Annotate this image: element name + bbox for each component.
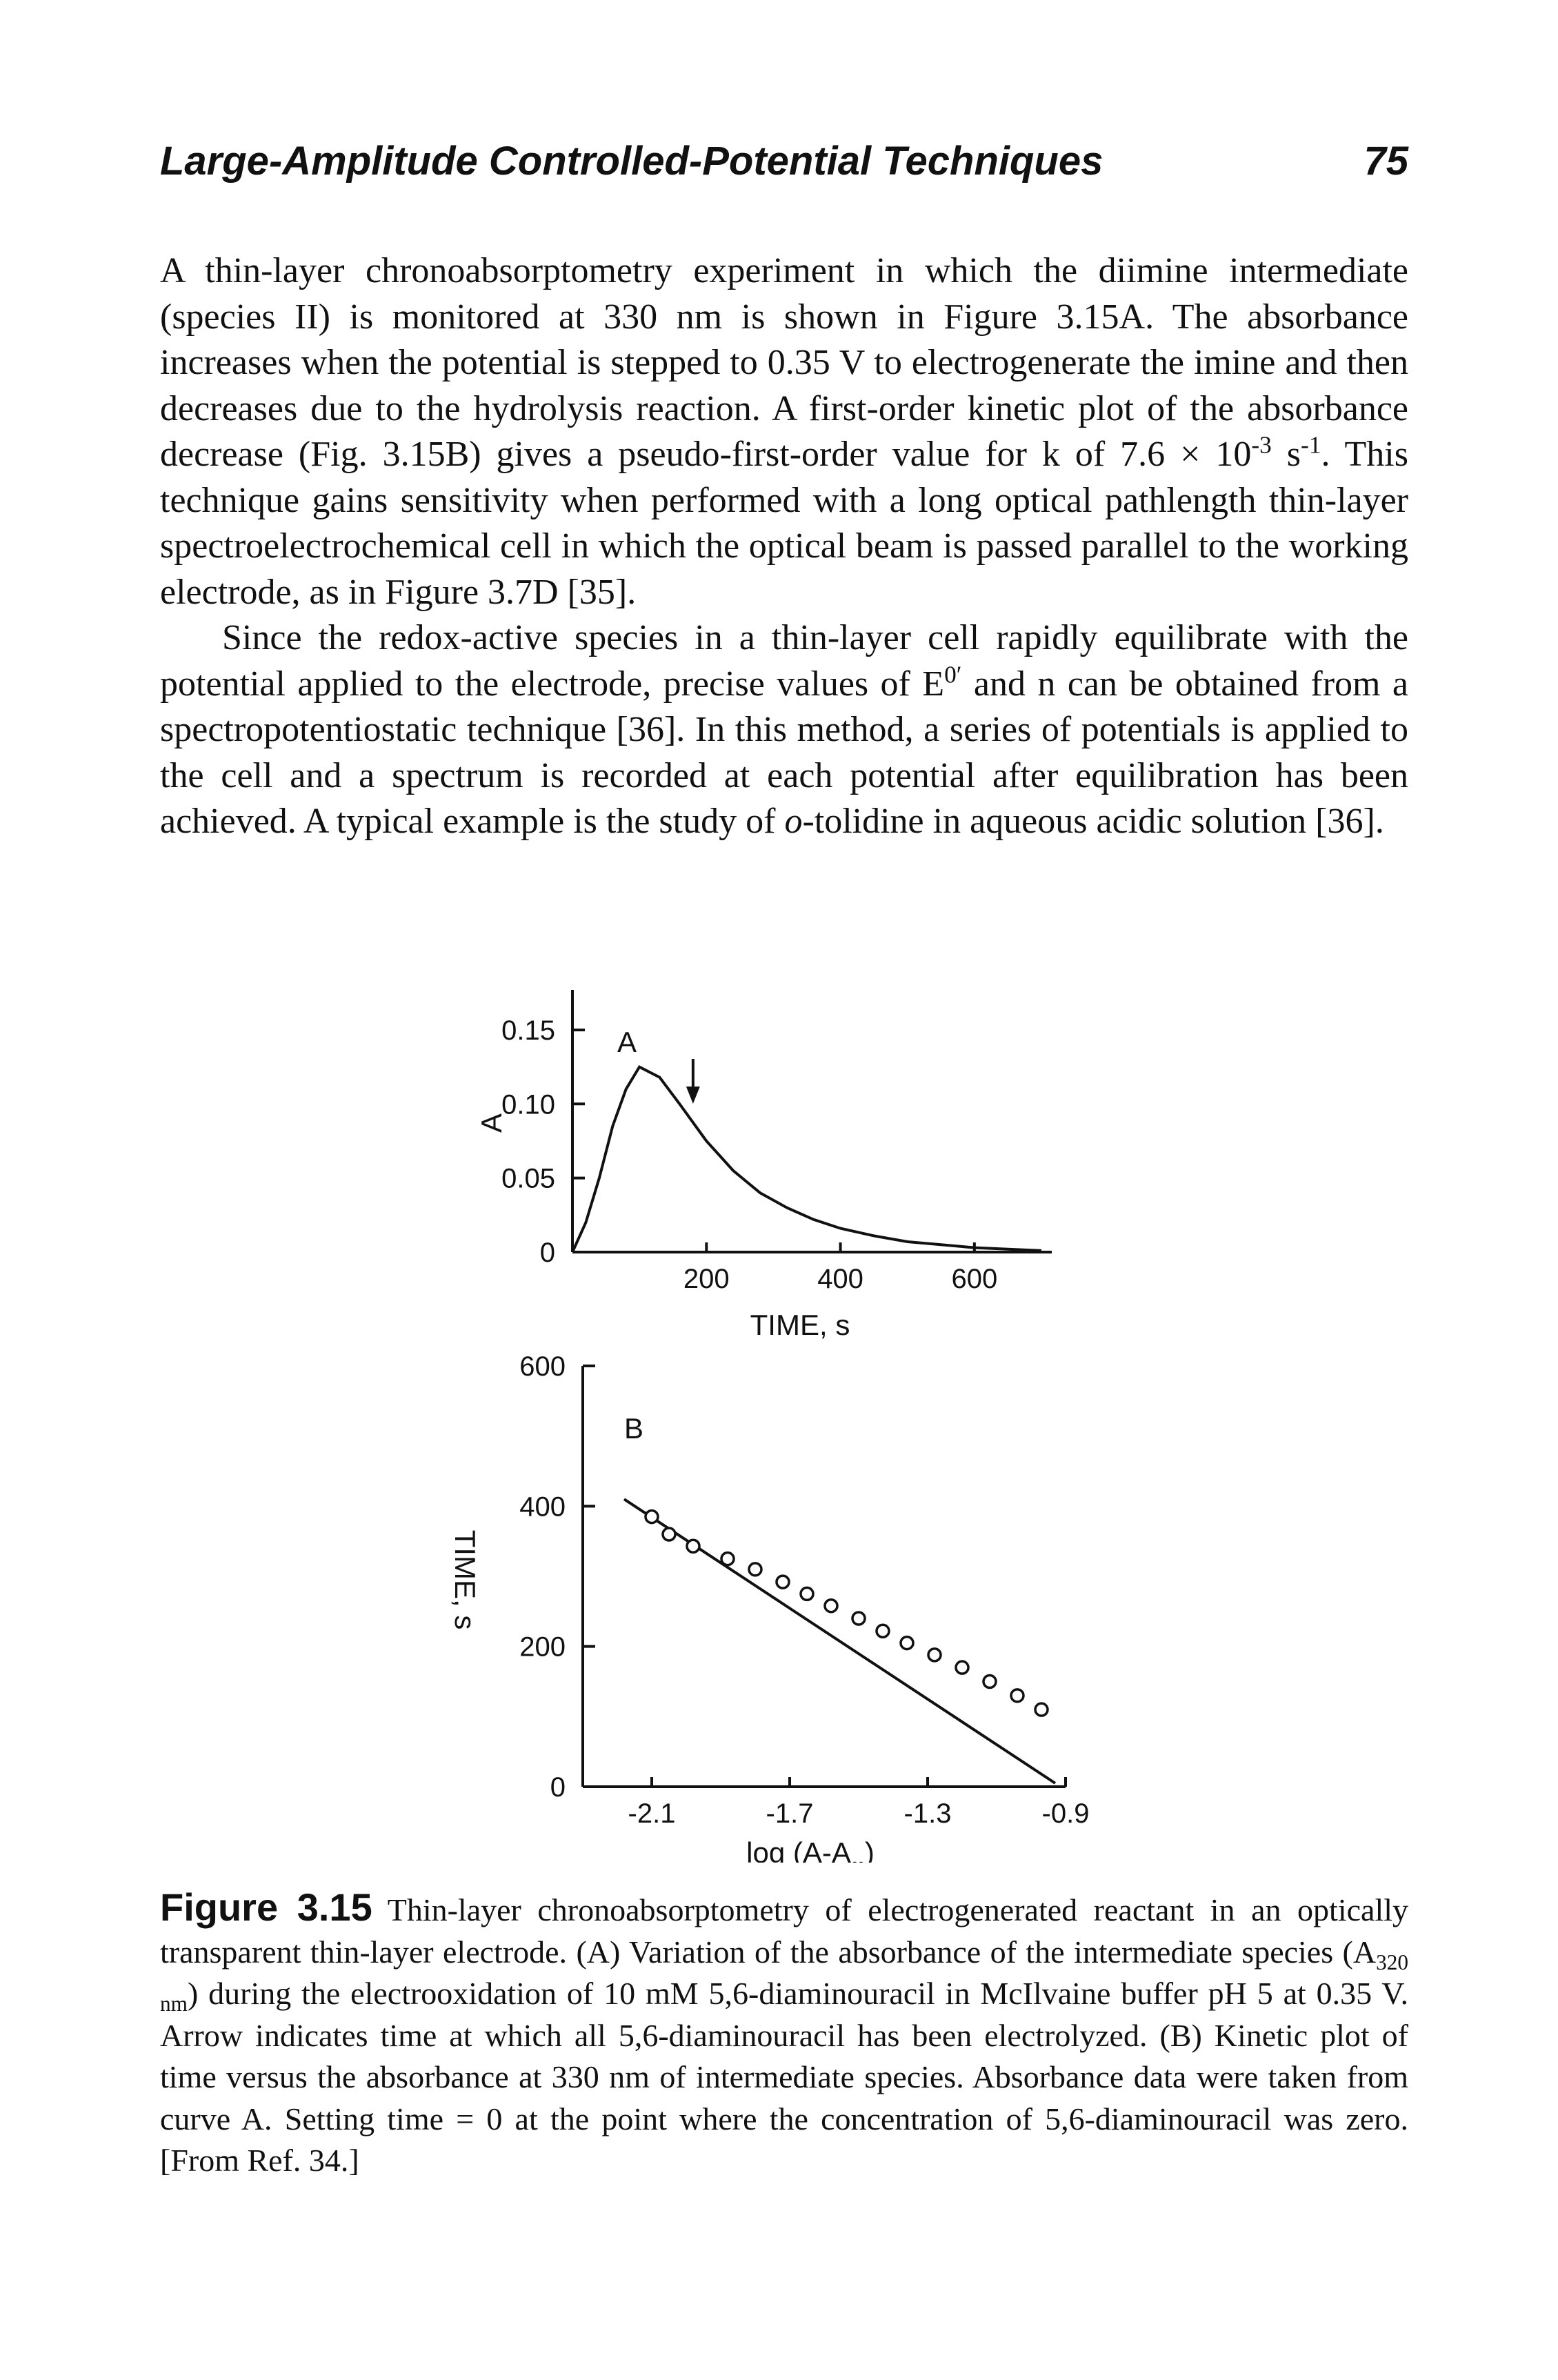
panel-b-xlabel: log (A-A∞) xyxy=(746,1836,875,1863)
p1-text-c: . This technique gains sensitivity when … xyxy=(160,435,1408,612)
panel-b-y-tick-label: 200 xyxy=(519,1632,566,1663)
panel-b-data-point xyxy=(686,1538,701,1554)
panel-a-x-ticks: 200 400 600 xyxy=(683,1242,997,1294)
panel-b-data-point xyxy=(851,1611,866,1626)
panel-a-y-tick-label: 0.05 xyxy=(501,1164,555,1194)
panel-b-x-tick-label: -1.3 xyxy=(904,1798,952,1829)
panel-b-ylabel: TIME, s xyxy=(449,1530,481,1630)
panel-b-y-tick-label: 600 xyxy=(519,1351,566,1382)
panel-a-xlabel: TIME, s xyxy=(750,1309,850,1341)
panel-a-y-tick-label: 0 xyxy=(540,1238,555,1268)
panel-b-x-tick-label: -2.1 xyxy=(628,1798,676,1829)
p2-text-a: Since the redox-active species in a thin… xyxy=(160,618,1408,704)
panel-b-xlabel-end: ) xyxy=(865,1836,875,1863)
down-arrow-icon xyxy=(686,1059,700,1104)
panel-a-x-tick-label: 600 xyxy=(951,1264,997,1294)
panel-b-xlabel-main: log (A-A xyxy=(746,1836,851,1863)
panel-b-data-point xyxy=(1034,1702,1049,1717)
panel-b-data-points xyxy=(644,1509,1049,1717)
page-number: 75 xyxy=(1364,139,1408,184)
panel-b-label: B xyxy=(624,1412,643,1445)
p2-text-b: and n can be obtained from a spectropote… xyxy=(160,664,1408,842)
panel-a-y-ticks: 0 0.05 0.10 0.15 xyxy=(501,1015,585,1268)
panel-b-data-point xyxy=(748,1562,763,1577)
caption-sub-1: 320 nm xyxy=(160,1950,1408,2016)
p1-text-b: s xyxy=(1271,435,1301,474)
panel-b-data-point xyxy=(1010,1688,1025,1703)
panel-a-x-tick-label: 400 xyxy=(817,1264,863,1294)
panel-b-data-point xyxy=(661,1527,677,1542)
panel-a-ylabel: A xyxy=(475,1113,508,1133)
panel-a-label: A xyxy=(617,1026,637,1058)
panel-b-data-point xyxy=(720,1551,735,1567)
panel-a-absorbance-curve xyxy=(571,1064,1042,1253)
panel-b-y-tick-label: 400 xyxy=(519,1491,566,1522)
panel-b-data-point xyxy=(775,1574,790,1589)
running-head: Large-Amplitude Controlled-Potential Tec… xyxy=(160,138,1408,193)
panel-b-y-ticks: 0 200 400 600 xyxy=(519,1351,595,1803)
caption-label: Figure 3.15 xyxy=(160,1885,372,1929)
panel-a-y-tick-label: 0.10 xyxy=(501,1089,555,1120)
p2-italic-o: o xyxy=(784,802,803,841)
panel-b-data-point xyxy=(644,1509,659,1525)
panel-b-data-point xyxy=(955,1660,970,1675)
paragraph-1: A thin-layer chronoabsorptometry experim… xyxy=(160,248,1408,615)
figure-3-15: A A TIME, s 0 0.05 0.10 0.15 200 400 600 B TI… xyxy=(449,990,1089,1863)
panel-b-xlabel-sub: ∞ xyxy=(851,1854,865,1863)
p1-sup-2: -1 xyxy=(1301,430,1321,459)
panel-b-x-ticks: -2.1 -1.7 -1.3 -0.9 xyxy=(628,1777,1090,1829)
p1-text-a: A thin-layer chronoabsorptometry experim… xyxy=(160,251,1408,474)
panel-b-x-tick-label: -1.7 xyxy=(766,1798,814,1829)
p2-text-c: -tolidine in aqueous acidic solution [36… xyxy=(802,802,1384,841)
p1-sup-1: -3 xyxy=(1251,430,1272,459)
panel-b-y-tick-label: 0 xyxy=(550,1772,566,1803)
panel-b-data-point xyxy=(875,1623,890,1639)
caption-text-b: ) during the electrooxidation of 10 mM 5… xyxy=(160,1976,1408,2178)
running-head-title: Large-Amplitude Controlled-Potential Tec… xyxy=(160,139,1103,184)
panel-b: B TIME, s log (A-A∞) 0 200 400 600 -2.1 -1.7… xyxy=(449,1351,1089,1863)
panel-a-y-tick-label: 0.15 xyxy=(501,1015,555,1046)
down-arrow-head xyxy=(686,1087,700,1104)
panel-b-data-point xyxy=(927,1647,942,1663)
panel-a: A A TIME, s 0 0.05 0.10 0.15 200 400 600 xyxy=(475,990,1052,1341)
panel-b-x-tick-label: -0.9 xyxy=(1042,1798,1090,1829)
panel-b-data-point xyxy=(982,1674,997,1689)
paragraph-2: Since the redox-active species in a thin… xyxy=(160,615,1408,845)
panel-a-x-tick-label: 200 xyxy=(683,1264,730,1294)
panel-b-data-point xyxy=(799,1586,815,1602)
panel-b-data-point xyxy=(823,1598,839,1614)
caption-text-a: Thin-layer chronoabsorptometry of electr… xyxy=(160,1892,1408,1970)
body-text: A thin-layer chronoabsorptometry experim… xyxy=(160,248,1408,845)
panel-b-data-point xyxy=(899,1635,915,1651)
p2-sup-1: 0′ xyxy=(944,660,962,688)
